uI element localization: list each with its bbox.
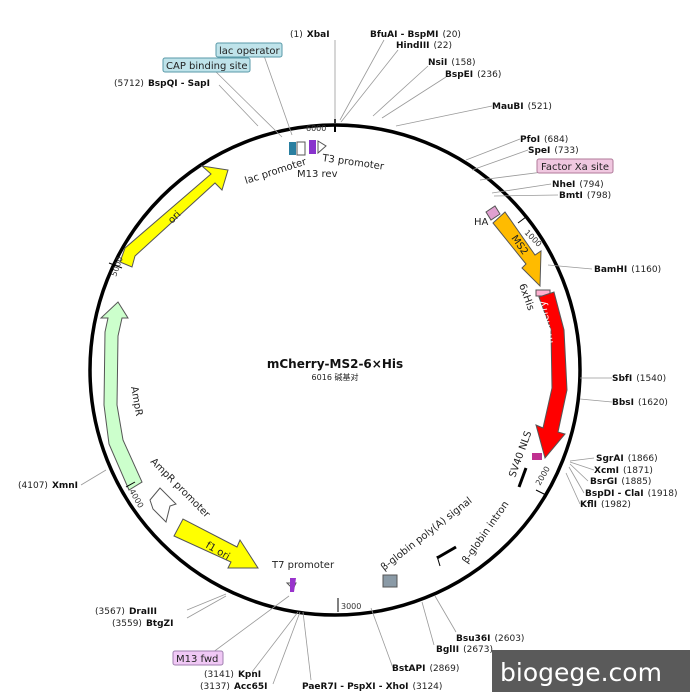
f1-ori-arrow: [173, 518, 259, 569]
m13-fwd-marker: [290, 578, 296, 592]
mcherry-arrow: [535, 291, 568, 460]
sv40-nls-marker: [532, 453, 542, 460]
site-sbfi: SbfI: [612, 374, 632, 384]
site-xcmi: XcmI: [594, 466, 619, 476]
beta-globin-intron-label: β-globin intron: [460, 499, 511, 565]
svg-text:BbsI(1620): BbsI(1620): [612, 398, 668, 408]
site-draiii: DraIII: [129, 607, 157, 617]
svg-text:BspDI - ClaI(1918): BspDI - ClaI(1918): [585, 489, 678, 499]
m13-fwd-box: [172, 650, 224, 666]
svg-text:HindIII(22): HindIII(22): [396, 41, 452, 51]
site-hindiii: HindIII: [396, 41, 430, 51]
site-paer7i-pspxi-xhoi: PaeR7I - PspXI - XhoI: [302, 682, 408, 692]
lac-operator-text: lac operator: [219, 46, 280, 57]
tick-6000: 6000: [306, 124, 326, 133]
site-bglii: BglII: [436, 645, 459, 655]
svg-text:(3567)DraIII: (3567)DraIII: [95, 607, 157, 617]
factor-xa-site-box: [536, 158, 614, 174]
svg-text:BsrGI(1885): BsrGI(1885): [590, 477, 651, 487]
site-nsii: NsiI: [428, 58, 447, 68]
lac-promoter-marker: [296, 141, 306, 156]
cap-binding-site-text: CAP binding site: [166, 61, 248, 72]
factor-xa-site-text: Factor Xa site: [541, 162, 609, 173]
site-pfoi: PfoI: [520, 135, 540, 145]
svg-text:KflI(1982): KflI(1982): [580, 500, 631, 510]
svg-text:(1)XbaI: (1)XbaI: [290, 30, 330, 40]
beta-globin-polya-label: β-globin poly(A) signal: [379, 495, 474, 573]
site-bstapi: BstAPI: [392, 664, 425, 674]
tick-5000: 5000: [109, 255, 124, 277]
site-bsu36i: Bsu36I: [456, 634, 491, 644]
ori-arrow: [119, 165, 229, 268]
svg-text:PaeR7I - PspXI - XhoI(3124): PaeR7I - PspXI - XhoI(3124): [302, 682, 442, 692]
site-bspdi-clai: BspDI - ClaI: [585, 489, 644, 499]
beta-globin-polya-bar: [436, 545, 457, 560]
svg-text:SpeI(733): SpeI(733): [528, 146, 579, 156]
svg-text:BfuAI - BspMI(20): BfuAI - BspMI(20): [370, 30, 461, 40]
ha-label: HA: [474, 217, 489, 228]
m13-rev-label: M13 rev: [297, 169, 338, 180]
site-xmni: XmnI: [52, 481, 78, 491]
svg-text:SgrAI(1866): SgrAI(1866): [596, 454, 658, 464]
site-nhei: NheI: [552, 180, 575, 190]
ampr-promoter-arrow: [149, 487, 177, 523]
site-bamhi: BamHI: [594, 265, 627, 275]
t3-promoter-marker: [317, 140, 327, 155]
ampr-arrow: [99, 301, 143, 491]
svg-text:BstAPI(2869): BstAPI(2869): [392, 664, 459, 674]
site-xbai: XbaI: [307, 30, 330, 40]
svg-text:(3559)BtgZI: (3559)BtgZI: [112, 619, 173, 629]
site-bspei: BspEI: [445, 70, 473, 80]
plasmid-size: 6016 碱基对: [312, 372, 359, 382]
lac-operator-marker: [289, 142, 296, 155]
ampr-label: AmpR: [128, 386, 144, 417]
6xhis-label: 6xHis: [516, 282, 536, 312]
ms2-arrow: [492, 211, 542, 288]
site-bspqi-sapi: BspQI - SapI: [148, 79, 210, 89]
svg-text:(3137)Acc65I: (3137)Acc65I: [200, 682, 267, 692]
site-kpni: KpnI: [238, 670, 261, 680]
t7-promoter-label: T7 promoter: [271, 560, 335, 571]
tick-2000: 2000: [534, 465, 552, 487]
restriction-sites: (1)XbaI BfuAI - BspMI(20) HindIII(22) Ns…: [18, 30, 678, 692]
beta-globin-intron-bar: [517, 467, 528, 488]
beta-globin-polya-signal-marker: [382, 574, 398, 588]
ha-tag-marker: [485, 205, 501, 221]
svg-text:(4107)XmnI: (4107)XmnI: [18, 481, 78, 491]
tick-3000: 3000: [341, 602, 361, 611]
site-maubi: MauBI: [492, 102, 524, 112]
svg-text:SbfI(1540): SbfI(1540): [612, 374, 666, 384]
watermark-text: biogege.com: [500, 658, 662, 687]
site-bmti: BmtI: [559, 191, 583, 201]
svg-text:MauBI(521): MauBI(521): [492, 102, 552, 112]
svg-text:(3141)KpnI: (3141)KpnI: [204, 670, 261, 680]
site-kfli: KflI: [580, 500, 597, 510]
site-bbsi: BbsI: [612, 398, 634, 408]
site-bsrgi: BsrGI: [590, 477, 617, 487]
svg-text:NheI(794): NheI(794): [552, 180, 604, 190]
svg-text:BmtI(798): BmtI(798): [559, 191, 611, 201]
site-btgzi: BtgZI: [146, 619, 173, 629]
svg-text:BglII(2673): BglII(2673): [436, 645, 493, 655]
svg-text:BspEI(236): BspEI(236): [445, 70, 501, 80]
svg-text:NsiI(158): NsiI(158): [428, 58, 476, 68]
m13-rev-marker: [309, 140, 316, 154]
svg-text:XcmI(1871): XcmI(1871): [594, 466, 653, 476]
site-sgrai: SgrAI: [596, 454, 624, 464]
lac-operator-box: [215, 42, 283, 58]
plasmid-name: mCherry-MS2-6×His: [267, 357, 403, 371]
cap-binding-site-box: [162, 57, 251, 73]
svg-text:PfoI(684): PfoI(684): [520, 135, 568, 145]
m13-fwd-text: M13 fwd: [176, 654, 218, 665]
watermark-box: [492, 650, 690, 692]
site-spei: SpeI: [528, 146, 550, 156]
svg-text:Bsu36I(2603): Bsu36I(2603): [456, 634, 524, 644]
svg-text:BamHI(1160): BamHI(1160): [594, 265, 661, 275]
site-acc65i: Acc65I: [234, 682, 268, 692]
site-bfuai-bspmi: BfuAI - BspMI: [370, 30, 438, 40]
sv40-nls-label: SV40 NLS: [507, 430, 534, 479]
svg-text:(5712)BspQI - SapI: (5712)BspQI - SapI: [114, 79, 210, 89]
